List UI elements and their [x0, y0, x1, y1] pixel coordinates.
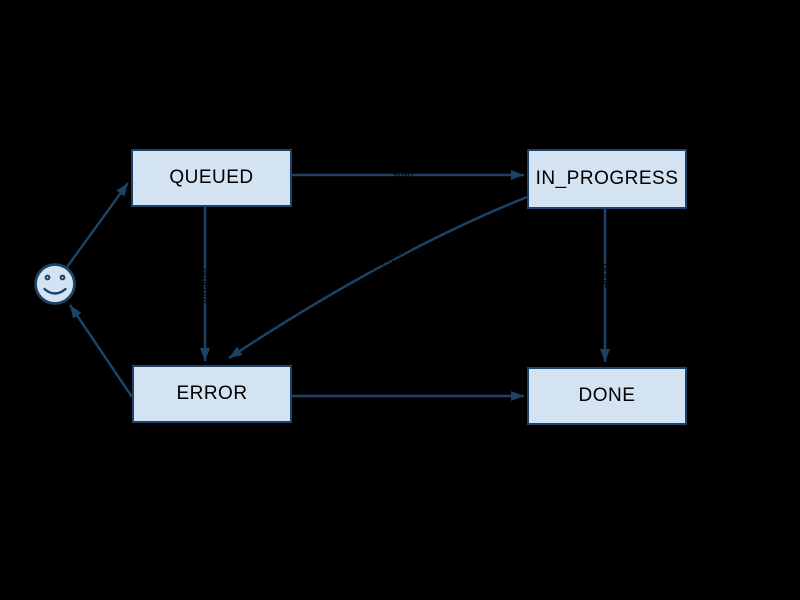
node-in-progress-label: IN_PROGRESS — [535, 168, 679, 189]
edge-label-queued-to-in-progress: start — [392, 168, 414, 181]
node-in-progress: IN_PROGRESS — [527, 149, 687, 209]
edge-label-queued-to-error: timeout — [199, 267, 212, 305]
edge-user-to-queued — [65, 182, 130, 268]
smiley-face-icon — [34, 263, 76, 305]
node-done-label: DONE — [578, 385, 636, 406]
node-error-label: ERROR — [176, 383, 248, 404]
edge-in-progress-to-error — [228, 195, 528, 360]
node-queued-label: QUEUED — [169, 167, 254, 188]
edge-label-in-progress-to-done: done — [599, 263, 612, 289]
node-done: DONE — [527, 367, 687, 425]
node-error: ERROR — [132, 365, 292, 423]
node-queued: QUEUED — [131, 149, 292, 207]
edge-error-to-user — [68, 304, 134, 398]
